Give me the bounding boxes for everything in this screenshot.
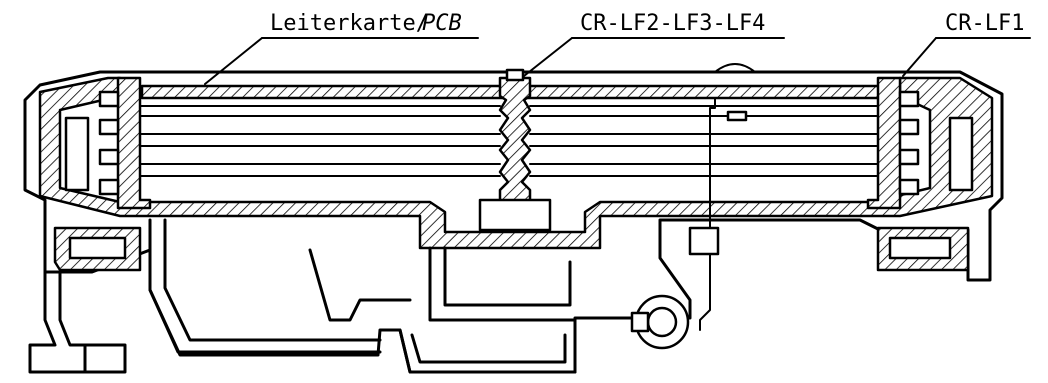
wire-sleeve xyxy=(688,226,720,256)
left-window xyxy=(64,116,90,192)
pcb-label-de: Leiterkarte/ xyxy=(270,11,429,36)
center-socket xyxy=(478,198,552,232)
left-contact-3 xyxy=(98,148,120,166)
rail-clamp-right-slot xyxy=(888,236,952,260)
base-tab-block xyxy=(83,343,127,374)
spring-plates xyxy=(139,105,879,177)
center-cr-leader-line xyxy=(523,37,573,77)
left-contact-stack xyxy=(98,90,120,196)
left-column-connector xyxy=(64,76,152,210)
right-contact-2 xyxy=(898,118,920,136)
right-contact-4 xyxy=(898,178,920,196)
center-cap xyxy=(505,68,525,82)
right-column-connector xyxy=(866,76,974,210)
label-group-pcb: Leiterkarte/ PCB xyxy=(204,11,479,85)
left-contact-2 xyxy=(98,118,120,136)
inner-housing xyxy=(38,76,994,250)
center-column-connector xyxy=(478,68,552,232)
latch-arm xyxy=(308,248,412,322)
component-dome xyxy=(714,63,756,73)
pcb-component xyxy=(688,63,756,331)
rail-clamp-left xyxy=(53,226,142,272)
lower-body xyxy=(148,218,690,374)
right-column-body xyxy=(866,76,902,210)
round-clip-key xyxy=(630,311,650,333)
bottom-box xyxy=(398,328,577,374)
pcb-label-en: PCB xyxy=(422,11,462,36)
latch-channel xyxy=(148,218,382,354)
component-foot xyxy=(726,110,748,122)
pcb-leader-line xyxy=(204,37,263,85)
right-contact-stack xyxy=(898,90,920,196)
left-contact-1 xyxy=(98,90,120,108)
rail-clamp-left-slot xyxy=(68,236,127,260)
center-well xyxy=(428,246,577,322)
right-cr-label: CR-LF1 xyxy=(945,11,1024,36)
left-contact-4 xyxy=(98,178,120,196)
right-window xyxy=(948,116,974,192)
base-tabs xyxy=(28,270,127,374)
round-clip-inner xyxy=(646,306,678,338)
component-wire xyxy=(699,97,716,331)
right-cr-leader-line xyxy=(902,37,937,77)
label-group-center-cr: CR-LF2-LF3-LF4 xyxy=(523,11,785,77)
center-cr-label: CR-LF2-LF3-LF4 xyxy=(580,11,765,36)
rail-clamp-right xyxy=(876,226,970,272)
base-tab-left xyxy=(28,270,87,374)
left-column-body xyxy=(116,76,152,210)
label-group-right-cr: CR-LF1 xyxy=(902,11,1031,77)
right-contact-1 xyxy=(898,90,920,108)
right-contact-3 xyxy=(898,148,920,166)
